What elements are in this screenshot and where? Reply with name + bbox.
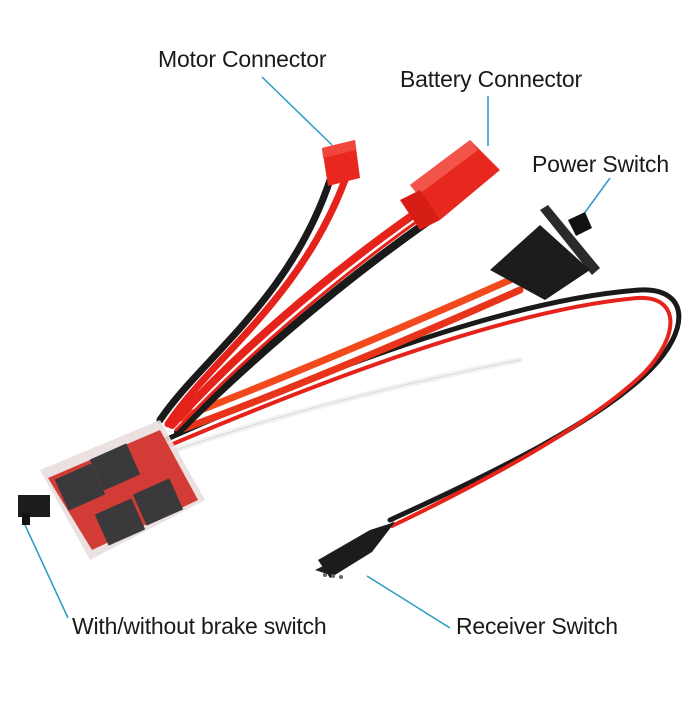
callout-lines bbox=[24, 76, 611, 629]
brake-switch-label: With/without brake switch bbox=[72, 613, 327, 639]
battery-connector-label: Battery Connector bbox=[400, 66, 582, 92]
battery-wires bbox=[168, 206, 434, 436]
power-switch bbox=[490, 205, 600, 300]
receiver-switch-label: Receiver Switch bbox=[456, 613, 618, 639]
power-switch-wires bbox=[171, 276, 524, 434]
receiver-connector bbox=[315, 520, 395, 579]
battery-connector bbox=[400, 140, 500, 230]
motor-connector-label: Motor Connector bbox=[158, 46, 327, 72]
receiver-switch-callout-line bbox=[366, 575, 451, 629]
power-switch-label: Power Switch bbox=[532, 151, 669, 177]
brake-switch-callout-line bbox=[24, 524, 69, 619]
motor-connector bbox=[322, 140, 360, 186]
motor-connector-callout-line bbox=[261, 76, 333, 146]
esc-board bbox=[18, 420, 205, 560]
brake-switch bbox=[18, 495, 50, 517]
motor-wires bbox=[156, 176, 349, 428]
